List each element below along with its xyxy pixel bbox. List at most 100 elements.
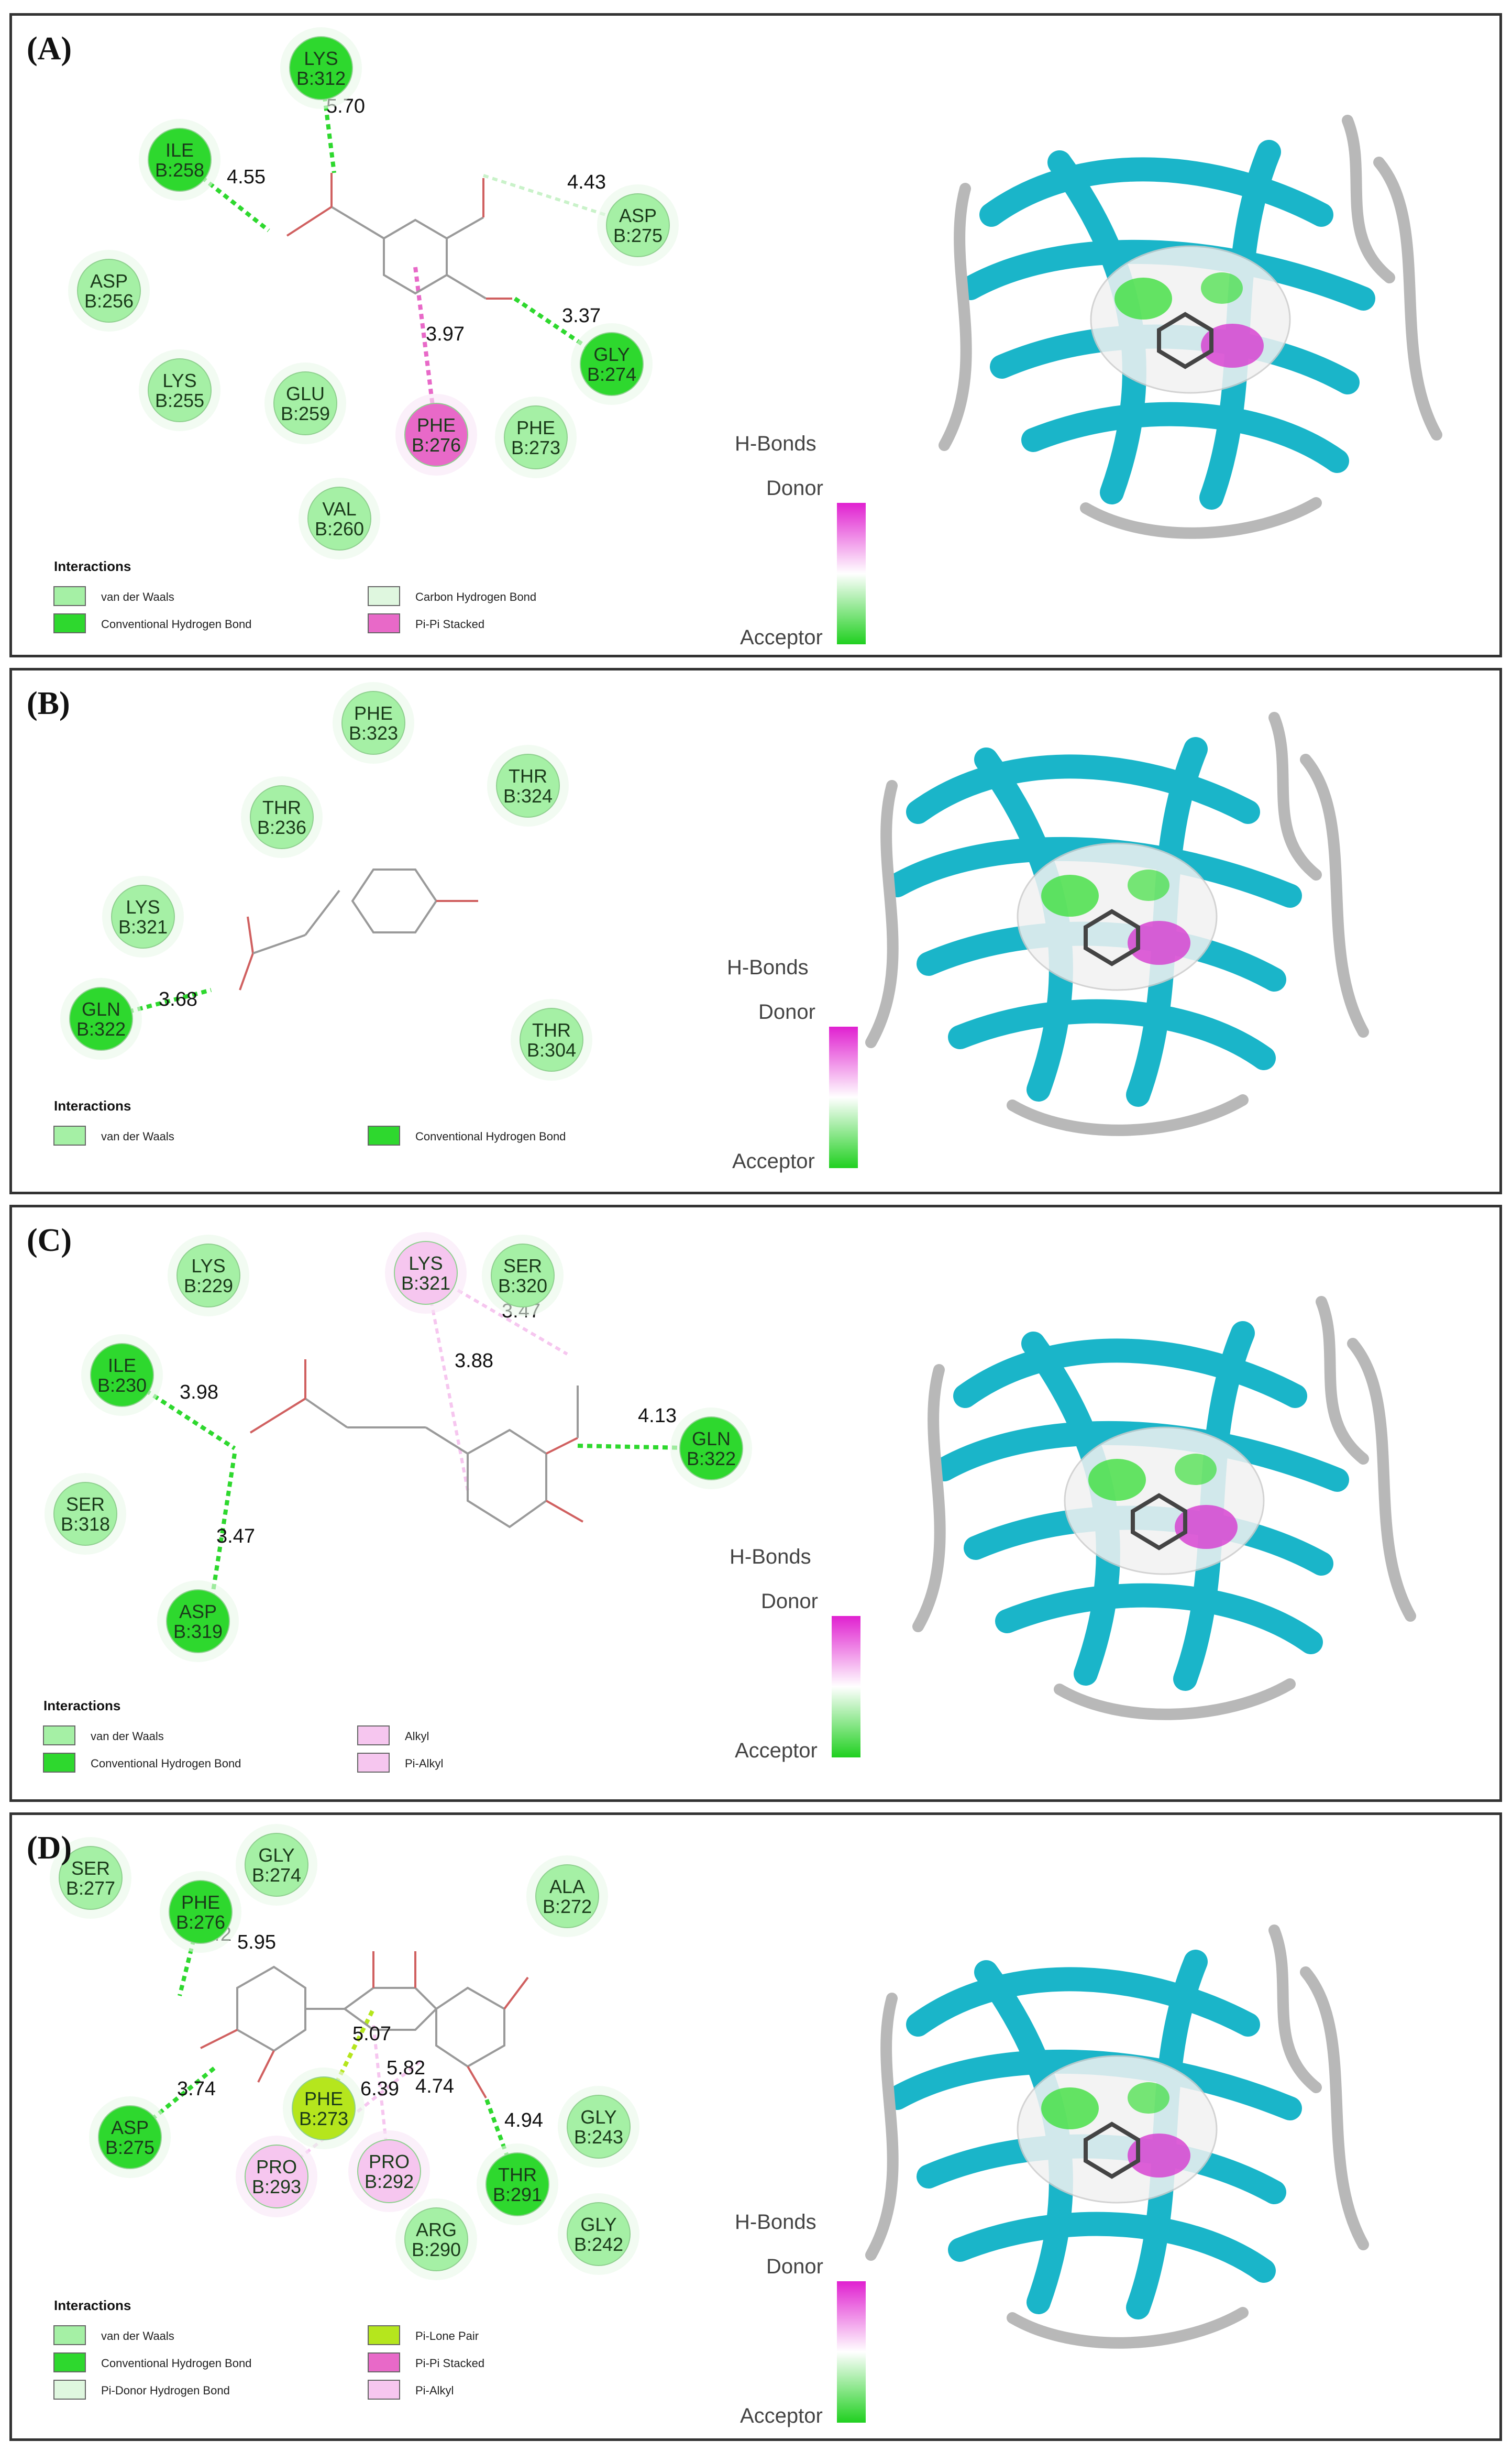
legend-swatch: [368, 586, 400, 606]
ribbon-strand: [995, 1583, 1323, 1654]
residue-number: B:236: [257, 817, 306, 838]
residue-circle: [485, 2152, 549, 2216]
residue-nodes: PHEB:323THRB:324THRB:236LYSB:321GLNB:322…: [60, 682, 592, 1081]
residue-circle: [606, 193, 670, 257]
legend-item: Conventional Hydrogen Bond: [43, 1753, 241, 1773]
panel-d: (D) 2.425.955.075.824.746.393.744.94 SER…: [9, 1812, 1502, 2441]
residue-number: B:322: [687, 1448, 736, 1469]
residue-name: GLY: [593, 344, 630, 365]
residue-number: B:273: [511, 437, 560, 458]
protein-ribbon-view: [865, 1925, 1369, 2349]
residue-name: ASP: [179, 1601, 217, 1622]
residue-name: GLN: [82, 998, 120, 1020]
legend-swatch: [357, 1753, 390, 1773]
residue-name: PRO: [256, 2156, 297, 2178]
residue-name: PHE: [417, 414, 456, 436]
residue-name: ALA: [549, 1876, 585, 1897]
legend-title: Interactions: [54, 2297, 131, 2313]
legend-item: Carbon Hydrogen Bond: [368, 586, 536, 606]
residue-circle: [394, 1241, 458, 1305]
residue-name: PRO: [369, 2151, 410, 2172]
residue-name: ASP: [90, 270, 128, 292]
residue-name: GLN: [692, 1428, 731, 1449]
surface-donor-patch: [1201, 324, 1264, 368]
coil-segment: [1342, 115, 1395, 283]
residue-number: B:272: [543, 1896, 592, 1917]
legend-swatch: [53, 1126, 86, 1146]
ligand-structure: [249, 1359, 583, 1529]
coil-segment: [1347, 1338, 1416, 1622]
residue-number: B:320: [498, 1275, 547, 1296]
residue-name: PHE: [516, 417, 555, 438]
legend-swatch: [53, 2325, 86, 2345]
residue-name: ASP: [111, 2117, 149, 2138]
distance-label: 3.74: [177, 2078, 216, 2100]
hbond-gradient-bar: [837, 2281, 866, 2423]
residue-name: LYS: [126, 896, 160, 918]
legend-label: Pi-Alkyl: [405, 1757, 443, 1770]
legend-item: Pi-Alkyl: [357, 1753, 443, 1773]
ribbon-strand: [948, 999, 1276, 1070]
coil-segment: [1300, 1966, 1369, 2250]
panel-c-canvas: 3.473.883.984.133.47 LYSB:229LYSB:321SER…: [43, 1232, 1416, 1773]
residue-circle: [245, 2145, 308, 2208]
distance-label: 4.94: [504, 2109, 543, 2131]
residue-circle: [567, 2202, 631, 2266]
panel-label: (D): [27, 1830, 72, 1866]
docked-ligand: [1084, 2121, 1140, 2179]
hbond-title: H-Bonds: [735, 2211, 816, 2234]
panel-d-canvas: 2.425.955.075.824.746.393.744.94 SERB:27…: [50, 1824, 1369, 2427]
coil-segment: [1373, 157, 1442, 441]
legend-label: Alkyl: [405, 1730, 429, 1743]
residue-number: B:276: [176, 1911, 225, 1933]
residue-circle: [504, 405, 568, 469]
legend-swatch: [357, 1725, 390, 1745]
residue-number: B:276: [412, 434, 461, 456]
legend-swatch: [368, 1126, 400, 1146]
residue-number: B:275: [105, 2137, 154, 2158]
coil-segment: [865, 780, 899, 1048]
residue-number: B:275: [613, 225, 663, 246]
coil-segment: [912, 1364, 946, 1632]
distance-label: 6.39: [360, 2078, 399, 2100]
distance-label: 3.37: [562, 305, 601, 327]
coil-segment: [1007, 2307, 1249, 2349]
hbond-donor-label: Donor: [766, 2255, 823, 2278]
residue-number: B:258: [155, 159, 204, 181]
ligand-structure: [200, 1951, 529, 2099]
residue-name: ILE: [108, 1355, 136, 1376]
docked-ligand: [1157, 312, 1213, 369]
legend-swatch: [368, 2380, 400, 2400]
residue-number: B:273: [299, 2108, 348, 2129]
residue-circle: [169, 1880, 233, 1944]
surface-acceptor-patch: [1041, 2087, 1099, 2129]
residue-name: THR: [498, 2164, 537, 2185]
residue-number: B:323: [349, 722, 398, 744]
hbond-acceptor-label: Acceptor: [740, 626, 823, 649]
residue-circle: [166, 1589, 230, 1653]
legend-swatch: [53, 613, 86, 633]
residue-name: THR: [509, 765, 547, 787]
surface-acceptor-patch: [1128, 2082, 1169, 2114]
legend-item: Alkyl: [357, 1725, 429, 1745]
residue-name: GLU: [286, 383, 325, 404]
distance-label: 4.43: [567, 171, 606, 193]
legend-item: van der Waals: [53, 586, 174, 606]
residue-circle: [53, 1482, 117, 1546]
hbond-acceptor-label: Acceptor: [732, 1150, 815, 1173]
hbond-title: H-Bonds: [727, 956, 809, 979]
